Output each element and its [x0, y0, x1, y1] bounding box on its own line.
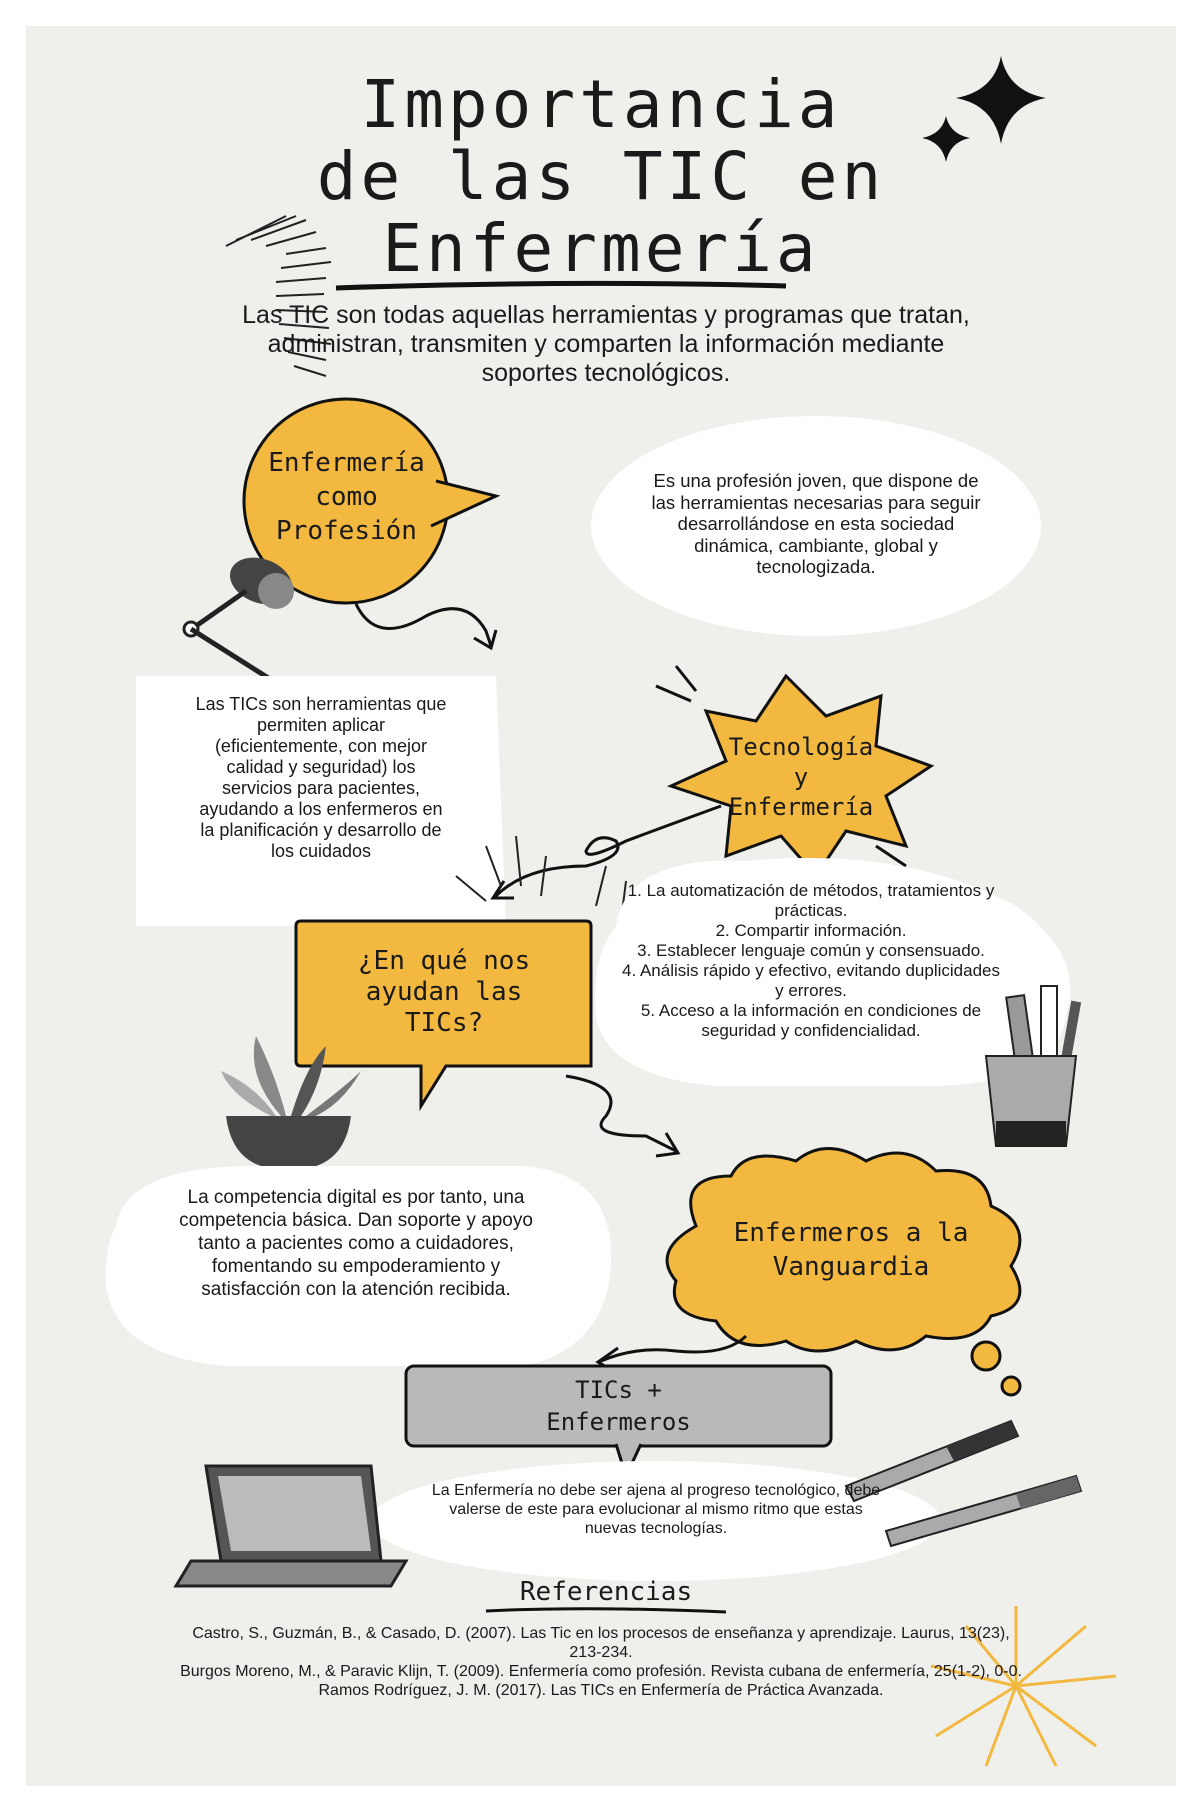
sunburst-icon [930, 1606, 1117, 1767]
tecnologia-label-line: Tecnología [728, 733, 874, 761]
references-heading: Referencias [519, 1577, 693, 1607]
tecnologia-text: Las TICs son herramientas que permiten a… [195, 694, 447, 861]
ayudan-bubble [294, 919, 593, 1112]
profesion-label-line: Enfermería [268, 448, 425, 478]
references-list: Castro, S., Guzmán, B., & Casado, D. (20… [176, 1624, 1026, 1700]
profesion-label: Enfermería como Profesión [244, 446, 449, 548]
pencil-cup-icon [984, 985, 1082, 1147]
vanguardia-label: Enfermeros a la Vanguardia [681, 1216, 1021, 1284]
list-item: 3. Establecer lenguaje común y consensua… [637, 941, 985, 960]
tecnologia-label-line: Enfermería [728, 793, 874, 821]
profesion-text: Es una profesión joven, que dispone de l… [651, 470, 981, 577]
pen-icon [844, 1419, 1083, 1548]
plant-icon [221, 1036, 361, 1166]
vanguardia-text-blob [105, 1166, 612, 1366]
laptop-icon [173, 1464, 409, 1588]
vanguardia-label-line: Enfermeros a la [733, 1218, 969, 1248]
tics-label-line: TICs + [575, 1376, 662, 1404]
ayudan-text-blob [595, 858, 1071, 1086]
vanguardia-text: La competencia digital es por tanto, una… [179, 1187, 533, 1300]
title-underline [335, 280, 787, 291]
title-line-2: de las TIC en [316, 138, 886, 215]
infographic-page: Importancia de las TIC en Enfermería Las… [26, 26, 1176, 1786]
vanguardia-label-line: Vanguardia [772, 1252, 930, 1282]
decorations [105, 56, 1117, 1767]
arrow-2 [490, 804, 722, 900]
references-underline [485, 1607, 727, 1614]
reference-item: Ramos Rodríguez, J. M. (2017). Las TICs … [318, 1682, 884, 1699]
profesion-label-line: Profesión [276, 516, 417, 546]
tecnologia-label-line: y [793, 763, 809, 791]
reference-item: Burgos Moreno, M., & Paravic Klijn, T. (… [180, 1663, 1022, 1680]
tecnologia-text-panel [136, 676, 506, 926]
tics-label-line: Enfermeros [546, 1408, 691, 1436]
tics-text: La Enfermería no debe ser ajena al progr… [431, 1482, 881, 1537]
title-line-1: Importancia [360, 66, 842, 143]
reference-item: Castro, S., Guzmán, B., & Casado, D. (20… [192, 1625, 1010, 1661]
list-item: 2. Compartir información. [715, 921, 907, 940]
profesion-label-line: como [315, 482, 378, 512]
vanguardia-cloud [665, 1147, 1022, 1397]
ayudan-label-line: ayudan las [365, 977, 523, 1007]
profesion-bubble [242, 397, 501, 605]
tics-label: TICs + Enfermeros [416, 1374, 821, 1438]
ayudan-list: 1. La automatización de métodos, tratami… [621, 881, 1001, 1041]
sunburst-icon [225, 215, 332, 377]
arrow-1 [354, 603, 498, 651]
intro-text: Las TIC son todas aquellas herramientas … [242, 301, 970, 387]
tics-text-blob [371, 1461, 941, 1581]
sparkle-icon [922, 56, 1046, 162]
ayudan-label: ¿En qué nos ayudan las TICs? [304, 946, 584, 1039]
ayudan-label-line: ¿En qué nos [357, 946, 531, 976]
starburst-rays [655, 665, 907, 868]
list-item: 5. Acceso a la información en condicione… [640, 1001, 982, 1040]
ayudan-label-line: TICs? [404, 1008, 484, 1038]
title-line-3: Enfermería [382, 210, 820, 287]
tics-bubble [404, 1364, 833, 1481]
profesion-text-blob [591, 416, 1041, 636]
list-item: 1. La automatización de métodos, tratami… [627, 881, 995, 920]
arrow-3 [565, 1074, 681, 1158]
list-item: 4. Análisis rápido y efectivo, evitando … [621, 961, 1000, 1000]
tecnologia-label: Tecnología y Enfermería [716, 732, 886, 822]
